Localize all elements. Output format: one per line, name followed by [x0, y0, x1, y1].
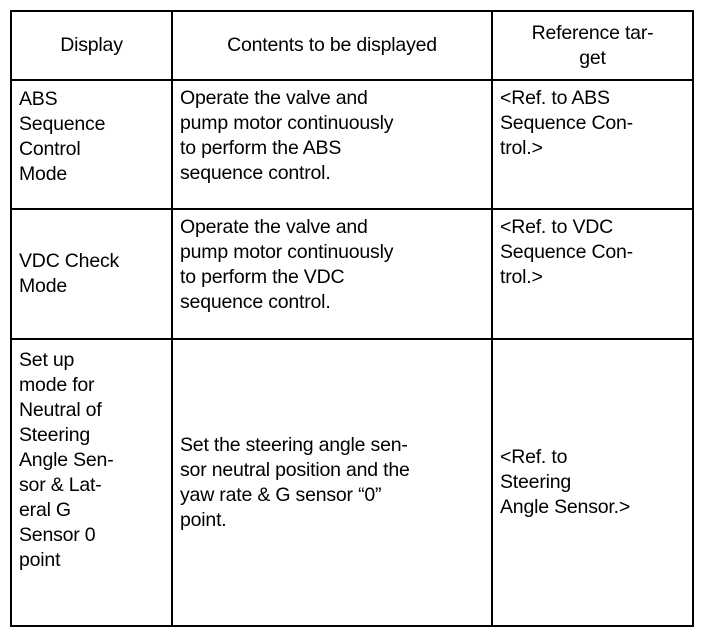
cell-text: Set up mode for Neutral of Steering Angl…	[19, 349, 114, 571]
cell-display-abs-sequence-control-mode: ABS Sequence Control Mode	[10, 79, 173, 210]
table-row: Set up mode for Neutral of Steering Angl…	[10, 338, 694, 627]
column-header-contents-label: Contents to be displayed	[227, 34, 437, 56]
cell-text: ABS Sequence Control Mode	[19, 88, 106, 185]
column-header-display-label: Display	[60, 34, 123, 56]
cell-display-vdc-check-mode: VDC Check Mode	[10, 208, 173, 340]
cell-text: Operate the valve and pump motor continu…	[180, 216, 394, 313]
cell-text: <Ref. to Steering Angle Sensor.>	[500, 446, 631, 518]
cell-display-steering-angle-sensor-setup-mode: Set up mode for Neutral of Steering Angl…	[10, 338, 173, 627]
cell-contents-abs-sequence-control-mode: Operate the valve and pump motor continu…	[171, 79, 493, 210]
table-row: ABS Sequence Control Mode Operate the va…	[10, 79, 694, 210]
column-header-reference-target: Reference tar- get	[491, 10, 694, 81]
cell-text: <Ref. to VDC Sequence Con- trol.>	[500, 216, 633, 288]
cell-reference-steering-angle-sensor-setup-mode: <Ref. to Steering Angle Sensor.>	[491, 338, 694, 627]
column-header-contents: Contents to be displayed	[171, 10, 493, 81]
cell-reference-abs-sequence-control-mode: <Ref. to ABS Sequence Con- trol.>	[491, 79, 694, 210]
cell-text: <Ref. to ABS Sequence Con- trol.>	[500, 87, 633, 159]
column-header-reference-target-label: Reference tar- get	[531, 21, 654, 69]
cell-contents-vdc-check-mode: Operate the valve and pump motor continu…	[171, 208, 493, 340]
table-row: VDC Check Mode Operate the valve and pum…	[10, 208, 694, 340]
cell-text: Set the steering angle sen- sor neutral …	[180, 433, 410, 531]
cell-contents-steering-angle-sensor-setup-mode: Set the steering angle sen- sor neutral …	[171, 338, 493, 627]
display-mode-table: Display Contents to be displayed Referen…	[10, 10, 694, 627]
table-header: Display Contents to be displayed Referen…	[10, 10, 694, 81]
cell-text: VDC Check Mode	[19, 250, 120, 297]
column-header-display: Display	[10, 10, 173, 81]
cell-reference-vdc-check-mode: <Ref. to VDC Sequence Con- trol.>	[491, 208, 694, 340]
table-body: ABS Sequence Control Mode Operate the va…	[10, 79, 694, 627]
table-header-row: Display Contents to be displayed Referen…	[10, 10, 694, 81]
cell-text: Operate the valve and pump motor continu…	[180, 87, 394, 184]
